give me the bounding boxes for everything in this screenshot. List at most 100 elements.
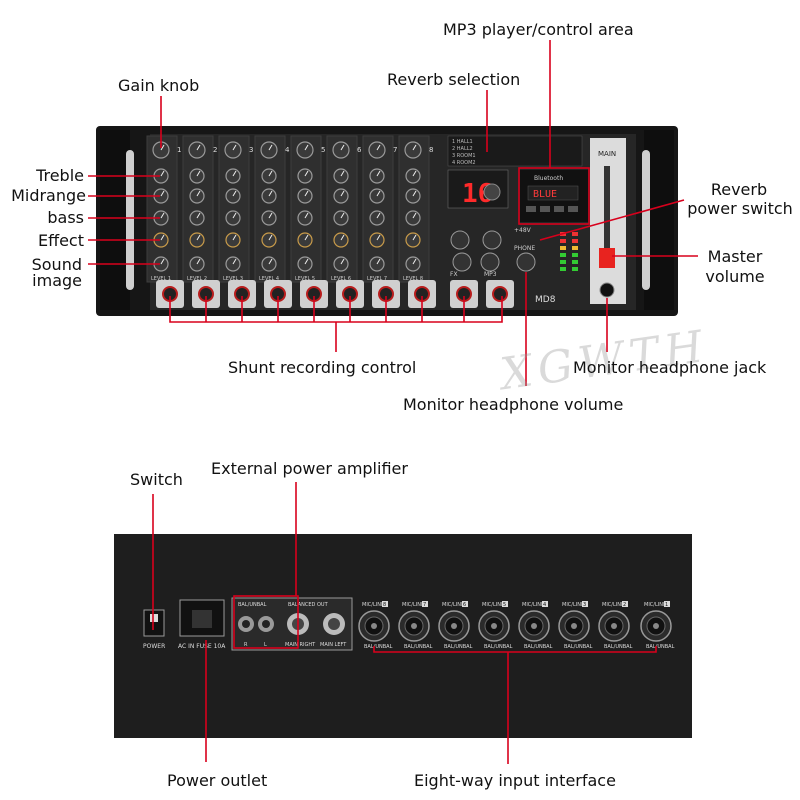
- sound-image-label-line1: Sound: [31, 255, 82, 274]
- level-label: LEVEL 8: [403, 276, 423, 282]
- fx-table-row: 3 ROOM1: [452, 153, 476, 159]
- fx-table-row: 1 HALL1: [452, 139, 473, 145]
- channel-number: 2: [213, 146, 217, 154]
- master-fader-cap: [599, 248, 615, 268]
- channel-number: 4: [285, 146, 290, 154]
- level-label: LEVEL 4: [259, 276, 279, 282]
- combo-number: 6: [463, 602, 466, 608]
- fx-table-row: 2 HALL2: [452, 146, 473, 152]
- right-rack-handle: [642, 150, 650, 290]
- level-label: LEVEL 6: [331, 276, 351, 282]
- channel-number: 1: [177, 146, 181, 154]
- power-switch: [143, 609, 165, 637]
- combo-bal-label: BAL/UNBAL: [444, 644, 473, 650]
- svg-text:PHONE: PHONE: [514, 245, 535, 252]
- combo-mic-line-label: MIC/LINE: [562, 602, 584, 608]
- external-amp-label: External power amplifier: [211, 459, 408, 478]
- eight-way-input-label: Eight-way input interface: [414, 771, 616, 790]
- combo-number: 3: [583, 602, 586, 608]
- midrange-label: Midrange: [11, 186, 86, 205]
- channel-number: 5: [321, 146, 325, 154]
- svg-text:AC IN FUSE 10A: AC IN FUSE 10A: [178, 643, 226, 650]
- power-inlet: [179, 599, 225, 637]
- channel-number: 7: [393, 146, 397, 154]
- svg-text:R: R: [244, 642, 248, 648]
- shunt-recording-label: Shunt recording control: [228, 358, 417, 377]
- meter-led: [560, 267, 566, 271]
- combo-number: 5: [503, 602, 506, 608]
- level-label: LEVEL 2: [187, 276, 207, 282]
- channel-number: 8: [429, 146, 433, 154]
- level-label: LEVEL 1: [151, 276, 171, 282]
- meter-led: [572, 253, 578, 257]
- meter-led: [560, 246, 566, 250]
- input-jack: [492, 286, 508, 302]
- combo-number: 8: [383, 602, 386, 608]
- combo-number: 2: [623, 602, 626, 608]
- svg-text:MP3: MP3: [484, 271, 497, 278]
- headphone-jack: [599, 282, 615, 298]
- svg-text:BALANCED OUT: BALANCED OUT: [288, 602, 329, 608]
- left-rack-handle: [126, 150, 134, 290]
- combo-bal-label: BAL/UNBAL: [484, 644, 513, 650]
- reverb-selection-label: Reverb selection: [387, 70, 521, 89]
- combo-mic-line-label: MIC/LINE: [644, 602, 666, 608]
- combo-mic-line-label: MIC/LINE: [362, 602, 384, 608]
- svg-text:FX: FX: [450, 271, 458, 278]
- master-volume-label-line2: volume: [705, 267, 765, 286]
- meter-led: [572, 246, 578, 250]
- combo-bal-label: BAL/UNBAL: [524, 644, 553, 650]
- monitor-volume-knob: [516, 252, 536, 272]
- reverb-power-label-line2: power switch: [687, 199, 793, 218]
- master-volume-label-line1: Master: [707, 247, 763, 266]
- svg-text:MAIN RIGHT: MAIN RIGHT: [285, 642, 316, 648]
- svg-text:MAIN: MAIN: [598, 150, 616, 158]
- line-input-bracket: [373, 646, 657, 653]
- sound-image-label-line2: image: [32, 271, 82, 290]
- mp3-area-label: MP3 player/control area: [443, 20, 634, 39]
- meter-led: [560, 260, 566, 264]
- combo-mic-line-label: MIC/LINE: [522, 602, 544, 608]
- combo-bal-label: BAL/UNBAL: [364, 644, 393, 650]
- switch-label: Switch: [130, 470, 183, 489]
- combo-number: 4: [543, 602, 546, 608]
- combo-bal-label: BAL/UNBAL: [604, 644, 633, 650]
- mp3-highlight: [518, 167, 590, 225]
- level-label: LEVEL 3: [223, 276, 243, 282]
- effect-label: Effect: [37, 231, 84, 250]
- svg-text:POWER: POWER: [143, 643, 165, 650]
- combo-bal-label: BAL/UNBAL: [564, 644, 593, 650]
- treble-label: Treble: [36, 166, 84, 185]
- combo-inputs: MIC/LINE8BAL/UNBALMIC/LINE7BAL/UNBALMIC/…: [358, 601, 675, 650]
- meter-led: [572, 267, 578, 271]
- fx-table-row: 4 ROOM2: [452, 160, 476, 166]
- level-label: LEVEL 7: [367, 276, 387, 282]
- combo-bal-label: BAL/UNBAL: [404, 644, 433, 650]
- combo-mic-line-label: MIC/LINE: [602, 602, 624, 608]
- svg-text:L: L: [264, 642, 267, 648]
- svg-text:MD8: MD8: [535, 295, 556, 305]
- level-label: LEVEL 5: [295, 276, 315, 282]
- meter-led: [572, 232, 578, 236]
- bluetooth-label: Bluetooth: [534, 175, 563, 182]
- line-shunt-bracket: [169, 296, 503, 323]
- meter-led: [572, 260, 578, 264]
- meter-led: [572, 239, 578, 243]
- meter-led: [560, 253, 566, 257]
- combo-number: 7: [423, 602, 426, 608]
